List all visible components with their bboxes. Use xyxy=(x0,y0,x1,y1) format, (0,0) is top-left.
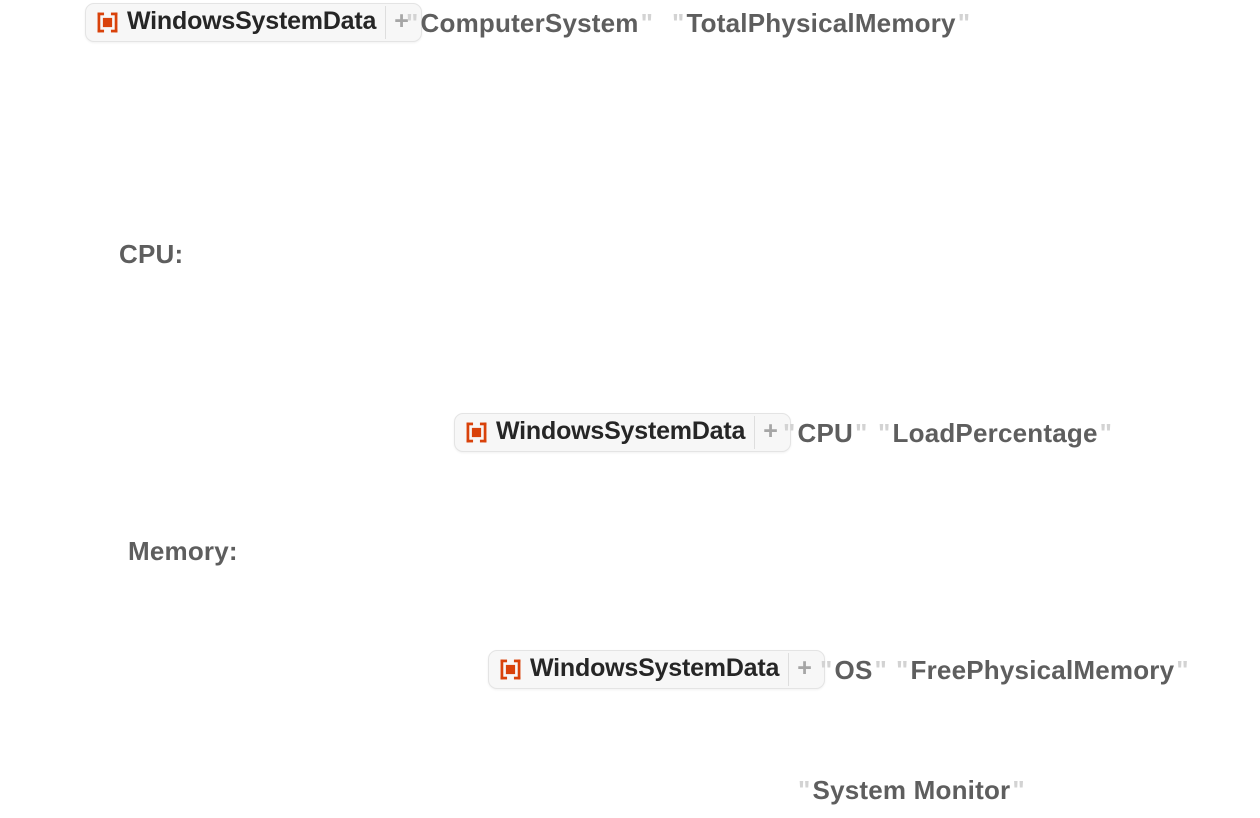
open-quote: " xyxy=(820,655,833,685)
badge-divider xyxy=(754,416,756,449)
string-value: OS xyxy=(834,655,873,685)
memory-label: Memory: xyxy=(128,536,238,566)
resource-function-badge-2[interactable]: WindowsSystemData + xyxy=(454,413,791,452)
open-quote: " xyxy=(406,8,419,38)
string-arg-loadpercentage: "LoadPercentage" xyxy=(876,420,1114,446)
resource-function-icon xyxy=(500,659,521,680)
string-value: System Monitor xyxy=(812,775,1011,805)
close-quote: " xyxy=(855,418,868,448)
string-value: FreePhysicalMemory xyxy=(910,655,1175,685)
close-quote: " xyxy=(640,8,654,38)
resource-function-name: WindowsSystemData xyxy=(530,654,780,682)
resource-function-icon xyxy=(97,12,118,33)
open-quote: " xyxy=(798,775,811,805)
string-arg-freephysicalmemory: "FreePhysicalMemory" xyxy=(894,657,1191,683)
string-value: LoadPercentage xyxy=(892,418,1098,448)
string-arg-computersystem: "ComputerSystem" xyxy=(404,10,655,36)
string-arg-os: "OS" xyxy=(818,657,889,683)
expand-plus-icon[interactable]: + xyxy=(394,6,409,35)
open-quote: " xyxy=(878,418,891,448)
badge-divider xyxy=(385,6,387,39)
string-value: TotalPhysicalMemory xyxy=(686,8,956,38)
close-quote: " xyxy=(1176,655,1189,685)
expand-plus-icon[interactable]: + xyxy=(763,416,778,445)
resource-function-badge-1[interactable]: WindowsSystemData + xyxy=(85,3,422,42)
resource-function-badge-3[interactable]: WindowsSystemData + xyxy=(488,650,825,689)
close-quote: " xyxy=(1099,418,1113,448)
cpu-label: CPU: xyxy=(119,239,184,269)
string-arg-totalphysicalmemory: "TotalPhysicalMemory" xyxy=(670,10,972,36)
open-quote: " xyxy=(896,655,909,685)
string-value: CPU xyxy=(797,418,854,448)
close-quote: " xyxy=(957,8,971,38)
string-system-monitor: "System Monitor" xyxy=(796,777,1027,803)
resource-function-icon xyxy=(466,422,487,443)
badge-divider xyxy=(788,653,790,686)
open-quote: " xyxy=(672,8,685,38)
resource-function-name: WindowsSystemData xyxy=(496,417,746,445)
open-quote: " xyxy=(783,418,796,448)
close-quote: " xyxy=(874,655,888,685)
close-quote: " xyxy=(1012,775,1025,805)
expand-plus-icon[interactable]: + xyxy=(797,653,812,682)
resource-function-name: WindowsSystemData xyxy=(127,7,377,35)
string-value: ComputerSystem xyxy=(420,8,639,38)
string-arg-cpu: "CPU" xyxy=(781,420,870,446)
